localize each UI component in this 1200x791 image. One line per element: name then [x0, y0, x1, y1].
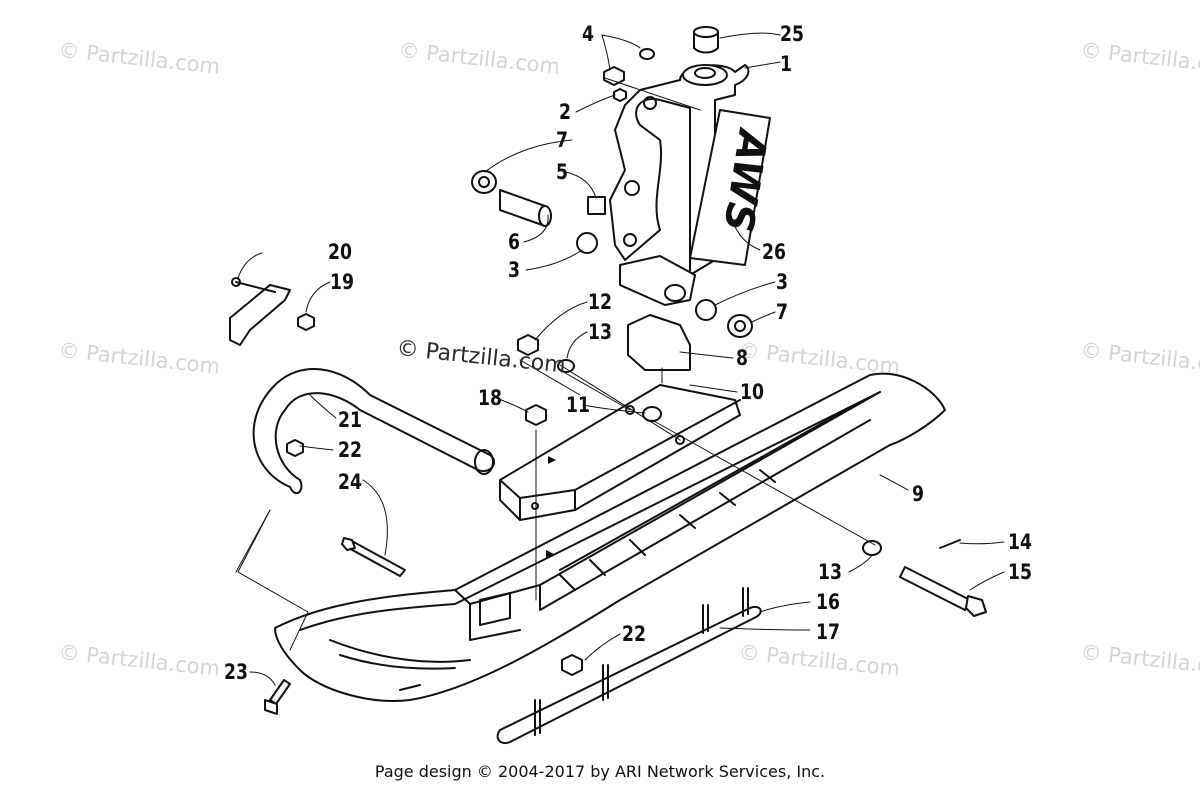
callout-label: 5: [556, 160, 568, 184]
callout-label: 24: [338, 470, 362, 494]
callout-label: 7: [776, 300, 788, 324]
saddle-part: [500, 385, 740, 520]
handle-part: [254, 369, 494, 493]
callout-label: 17: [816, 620, 840, 644]
leader-lines: [236, 33, 1004, 685]
callout-label: 16: [816, 590, 840, 614]
callout-label: 3: [508, 258, 520, 282]
footer-copyright: Page design © 2004-2017 by ARI Network S…: [374, 762, 826, 781]
callout-label: 3: [776, 270, 788, 294]
callout-label: 8: [736, 346, 748, 370]
hardware-parts: [230, 49, 986, 714]
callout-label: 9: [912, 482, 924, 506]
callout-label: 22: [622, 622, 646, 646]
callout-label: 11: [566, 393, 590, 417]
arrow-marker: [548, 456, 556, 464]
callout-label: 25: [780, 22, 804, 46]
ski-part: [275, 374, 945, 701]
callout-label: 4: [582, 22, 594, 46]
callout-label: 18: [478, 386, 502, 410]
callout-label: 22: [338, 438, 362, 462]
callout-label: 1: [780, 52, 792, 76]
callout-label: 15: [1008, 560, 1032, 584]
callout-label: 13: [818, 560, 842, 584]
callout-label: 13: [588, 320, 612, 344]
arrow-marker: [546, 550, 554, 558]
callout-label: 2: [559, 100, 571, 124]
callout-label: 20: [328, 240, 352, 264]
callout-label: 12: [588, 290, 612, 314]
callout-label: 26: [762, 240, 786, 264]
callout-label: 6: [508, 230, 520, 254]
spindle-part: [610, 65, 770, 305]
wearbar-part: [498, 588, 761, 743]
callout-label: 7: [556, 128, 568, 152]
callout-label: 10: [740, 380, 764, 404]
callout-label: 19: [330, 270, 354, 294]
callout-label: 14: [1008, 530, 1032, 554]
callout-label: 23: [224, 660, 248, 684]
cap-part: [694, 27, 718, 53]
callout-label: 21: [338, 408, 362, 432]
